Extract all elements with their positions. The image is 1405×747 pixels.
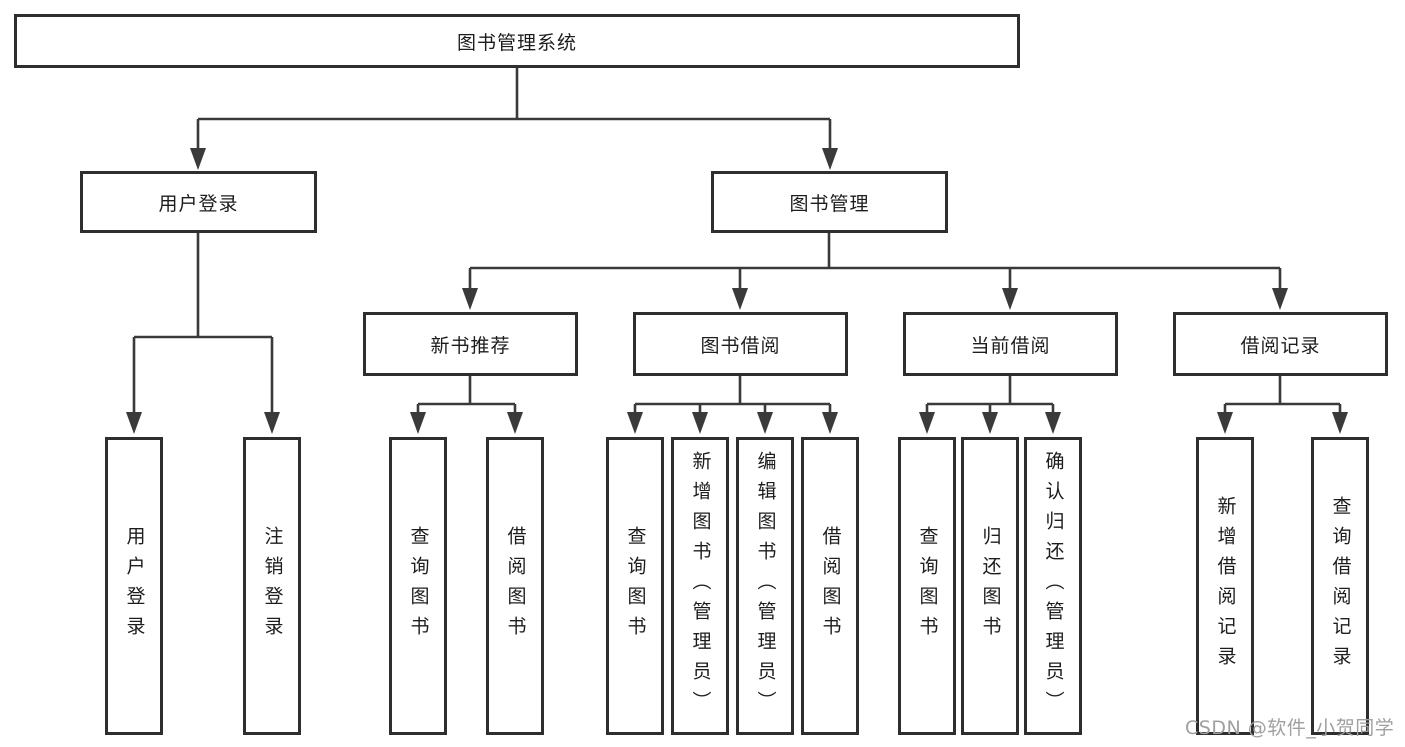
arrowhead [1272, 288, 1288, 310]
connector-user-login [132, 233, 274, 416]
arrowhead [1045, 412, 1061, 434]
leaf-label: 确认归还（管理员） [1042, 451, 1065, 721]
leaf-logout: 注销登录 [243, 437, 301, 735]
arrowhead [507, 412, 523, 434]
arrowhead [410, 412, 426, 434]
leaf-label: 新增借阅记录 [1214, 496, 1237, 676]
node-label: 图书管理系统 [456, 31, 577, 54]
leaf-label: 查询图书 [407, 526, 430, 646]
arrowhead [462, 288, 478, 310]
leaf-label: 查询借阅记录 [1329, 496, 1352, 676]
watermark: CSDN @软件_小贺同学 [1185, 717, 1395, 739]
node-label: 当前借阅 [970, 334, 1051, 357]
node-book-borrowing: 图书借阅 [633, 312, 848, 376]
leaf-label: 查询图书 [916, 526, 939, 646]
arrowhead [822, 148, 838, 170]
arrowhead [1332, 412, 1348, 434]
leaf-borrow-books-recommend: 借阅图书 [486, 437, 544, 735]
arrowhead [822, 412, 838, 434]
node-borrow-records: 借阅记录 [1173, 312, 1388, 376]
leaf-label: 注销登录 [261, 526, 284, 646]
leaf-add-borrow-record: 新增借阅记录 [1196, 437, 1254, 735]
connector-current-borrow [925, 376, 1055, 416]
leaf-user-login: 用户登录 [105, 437, 163, 735]
node-root-system: 图书管理系统 [14, 14, 1020, 68]
arrowhead [732, 288, 748, 310]
arrowhead [1217, 412, 1233, 434]
node-label: 新书推荐 [430, 334, 511, 357]
leaf-borrow-books: 借阅图书 [801, 437, 859, 735]
arrowhead [190, 148, 206, 170]
node-label: 图书借阅 [700, 334, 781, 357]
leaf-label: 编辑图书（管理员） [754, 451, 777, 721]
leaf-add-books-admin: 新增图书（管理员） [671, 437, 729, 735]
leaf-query-books-current: 查询图书 [898, 437, 956, 735]
connector-borrow-records [1223, 376, 1342, 416]
leaf-label: 归还图书 [979, 526, 1002, 646]
node-user-login: 用户登录 [80, 171, 317, 233]
leaf-label: 新增图书（管理员） [689, 451, 712, 721]
node-new-book-recommend: 新书推荐 [363, 312, 578, 376]
connector-new-book [416, 376, 517, 416]
arrowhead [1002, 288, 1018, 310]
node-label: 图书管理 [789, 192, 870, 215]
arrowhead [692, 412, 708, 434]
connector-book-mgmt [468, 233, 1282, 292]
leaf-return-books: 归还图书 [961, 437, 1019, 735]
leaf-query-books-borrow: 查询图书 [606, 437, 664, 735]
leaf-query-borrow-record: 查询借阅记录 [1311, 437, 1369, 735]
leaf-label: 借阅图书 [504, 526, 527, 646]
arrowhead [982, 412, 998, 434]
leaf-label: 用户登录 [123, 526, 146, 646]
arrowhead [627, 412, 643, 434]
arrowhead [126, 412, 142, 434]
arrowhead [264, 412, 280, 434]
connector-root-to-level2 [196, 68, 832, 152]
node-label: 借阅记录 [1240, 334, 1321, 357]
node-label: 用户登录 [158, 192, 239, 215]
connector-book-borrow [633, 376, 832, 416]
arrowhead [757, 412, 773, 434]
leaf-label: 借阅图书 [819, 526, 842, 646]
leaf-edit-books-admin: 编辑图书（管理员） [736, 437, 794, 735]
node-current-borrowing: 当前借阅 [903, 312, 1118, 376]
leaf-label: 查询图书 [624, 526, 647, 646]
leaf-query-books-recommend: 查询图书 [389, 437, 447, 735]
node-book-management: 图书管理 [711, 171, 948, 233]
arrowhead [919, 412, 935, 434]
leaf-confirm-return-admin: 确认归还（管理员） [1024, 437, 1082, 735]
